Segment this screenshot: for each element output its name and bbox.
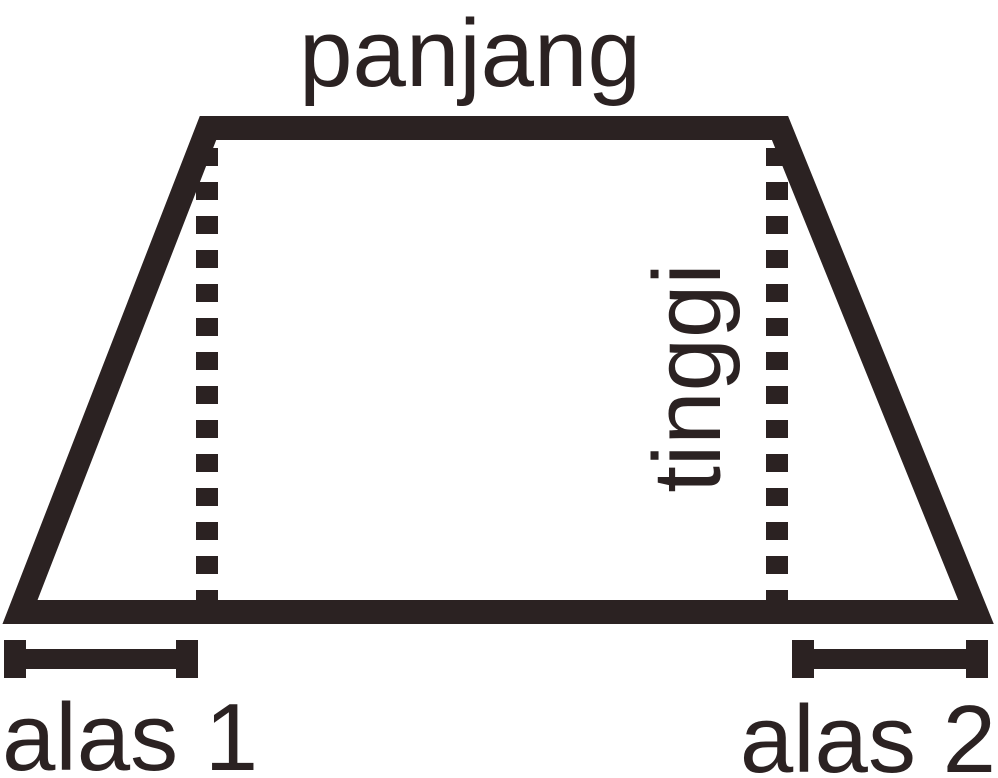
base-left-marker [4,640,198,678]
label-alas-2: alas 2 [740,686,996,778]
label-tinggi: tinggi [634,263,741,493]
base-right-marker [792,640,988,678]
trapezoid-outline [2,116,994,624]
label-panjang: panjang [299,0,641,107]
label-alas-1: alas 1 [2,684,258,778]
